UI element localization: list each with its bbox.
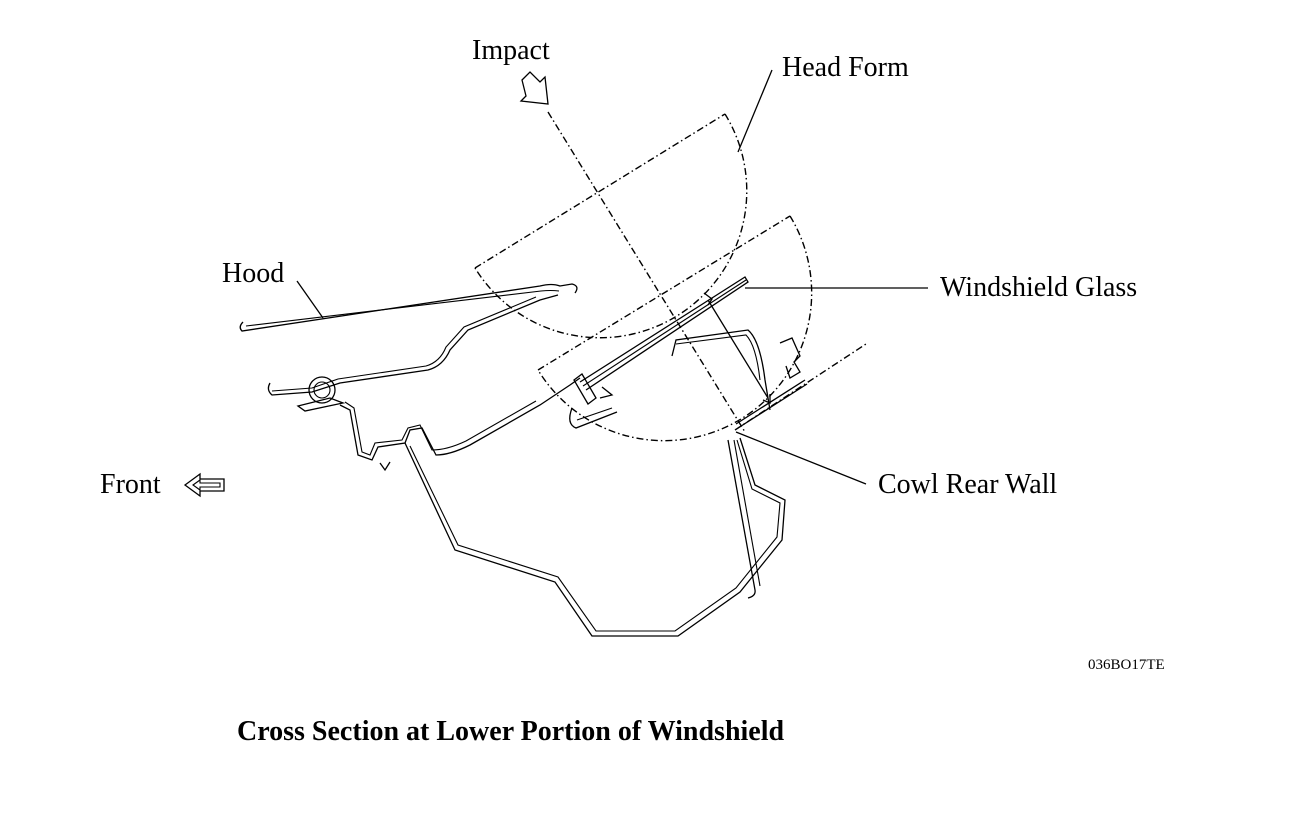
head-form-initial xyxy=(474,113,748,339)
cowl-trim xyxy=(569,407,618,429)
windshield-glass-label: Windshield Glass xyxy=(940,272,1137,303)
hood-label: Hood xyxy=(222,258,284,289)
head-form-label: Head Form xyxy=(782,52,909,83)
figure-code: 036BO17TE xyxy=(1088,657,1165,673)
hood-panel xyxy=(239,283,578,332)
head-form-impact xyxy=(537,215,813,442)
cowl-body xyxy=(339,377,786,637)
head-form-leader xyxy=(737,69,773,153)
front-label: Front xyxy=(100,469,161,500)
impact-label: Impact xyxy=(472,35,550,66)
weatherstrip-seal xyxy=(296,376,346,412)
impact-arrow xyxy=(519,71,549,105)
cowl-rear-wall xyxy=(671,329,771,599)
hood-inner-structure xyxy=(267,294,559,396)
hood-leader xyxy=(296,280,324,319)
figure-caption: Cross Section at Lower Portion of Windsh… xyxy=(237,716,785,747)
front-arrow xyxy=(183,472,225,498)
windshield-glass xyxy=(573,276,749,405)
windshield-extension xyxy=(734,337,867,431)
cowl-rear-wall-leader xyxy=(735,431,867,485)
cowl-rear-wall-label: Cowl Rear Wall xyxy=(878,469,1057,500)
deformation-dimension xyxy=(703,292,771,404)
impact-trajectory-line xyxy=(547,111,746,433)
